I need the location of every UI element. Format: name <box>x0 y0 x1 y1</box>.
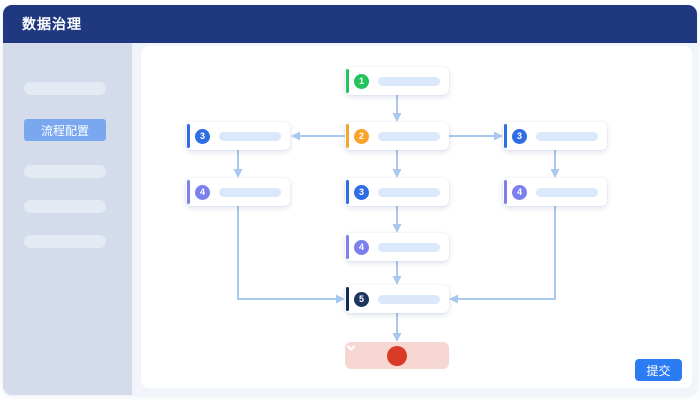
sidebar-item-process-config[interactable]: 流程配置 <box>24 119 106 141</box>
node-accent-bar <box>346 287 349 311</box>
node-step-badge: 3 <box>354 184 369 200</box>
sidebar-item-placeholder <box>24 165 106 178</box>
node-accent-bar <box>187 180 190 204</box>
flow-node-3-right[interactable]: 3 <box>503 122 607 150</box>
node-accent-bar <box>504 180 507 204</box>
node-step-badge: 4 <box>195 184 210 200</box>
app-header: 数据治理 <box>3 5 697 43</box>
flow-node-4-left[interactable]: 4 <box>186 178 290 206</box>
node-label-placeholder <box>378 131 440 141</box>
flow-connectors <box>233 95 560 342</box>
node-accent-bar <box>346 124 349 148</box>
node-label-placeholder <box>378 242 440 252</box>
node-step-badge: 1 <box>354 73 369 89</box>
flow-node-3-left[interactable]: 3 <box>186 122 290 150</box>
node-accent-bar <box>504 124 507 148</box>
node-step-badge: 2 <box>354 128 369 144</box>
chevron-down-icon <box>346 345 356 351</box>
flow-node-3-center[interactable]: 3 <box>345 178 449 206</box>
node-label-placeholder <box>219 187 281 197</box>
sidebar: 流程配置 <box>3 43 132 395</box>
node-label-placeholder <box>378 76 440 86</box>
flow-end-node[interactable] <box>345 342 449 369</box>
node-label-placeholder <box>219 131 281 141</box>
sidebar-item-placeholder <box>24 82 106 95</box>
node-accent-bar <box>187 124 190 148</box>
flow-node-1[interactable]: 1 <box>345 67 449 95</box>
sidebar-item-placeholder <box>24 235 106 248</box>
node-accent-bar <box>346 69 349 93</box>
node-accent-bar <box>346 180 349 204</box>
node-step-badge: 3 <box>512 128 527 144</box>
node-step-badge: 4 <box>354 239 369 255</box>
data-governance-window: 数据治理 流程配置 1 3 2 3 4 3 4 4 5 <box>3 5 697 395</box>
node-step-badge: 3 <box>195 128 210 144</box>
flow-node-2[interactable]: 2 <box>345 122 449 150</box>
app-body: 流程配置 1 3 2 3 4 3 4 4 5 提交 <box>3 43 697 395</box>
sidebar-item-placeholder <box>24 200 106 213</box>
submit-button[interactable]: 提交 <box>635 359 682 381</box>
node-step-badge: 5 <box>354 291 369 307</box>
flow-node-4-center[interactable]: 4 <box>345 233 449 261</box>
node-label-placeholder <box>378 294 440 304</box>
page-title: 数据治理 <box>22 16 82 32</box>
node-label-placeholder <box>378 187 440 197</box>
node-step-badge: 4 <box>512 184 527 200</box>
collapse-circle[interactable] <box>346 345 407 366</box>
node-accent-bar <box>346 235 349 259</box>
flow-node-4-right[interactable]: 4 <box>503 178 607 206</box>
flow-node-5[interactable]: 5 <box>345 285 449 313</box>
flowchart: 1 3 2 3 4 3 4 4 5 提交 <box>141 46 692 388</box>
flow-canvas: 1 3 2 3 4 3 4 4 5 提交 <box>141 46 692 388</box>
node-label-placeholder <box>536 187 598 197</box>
node-label-placeholder <box>536 131 598 141</box>
